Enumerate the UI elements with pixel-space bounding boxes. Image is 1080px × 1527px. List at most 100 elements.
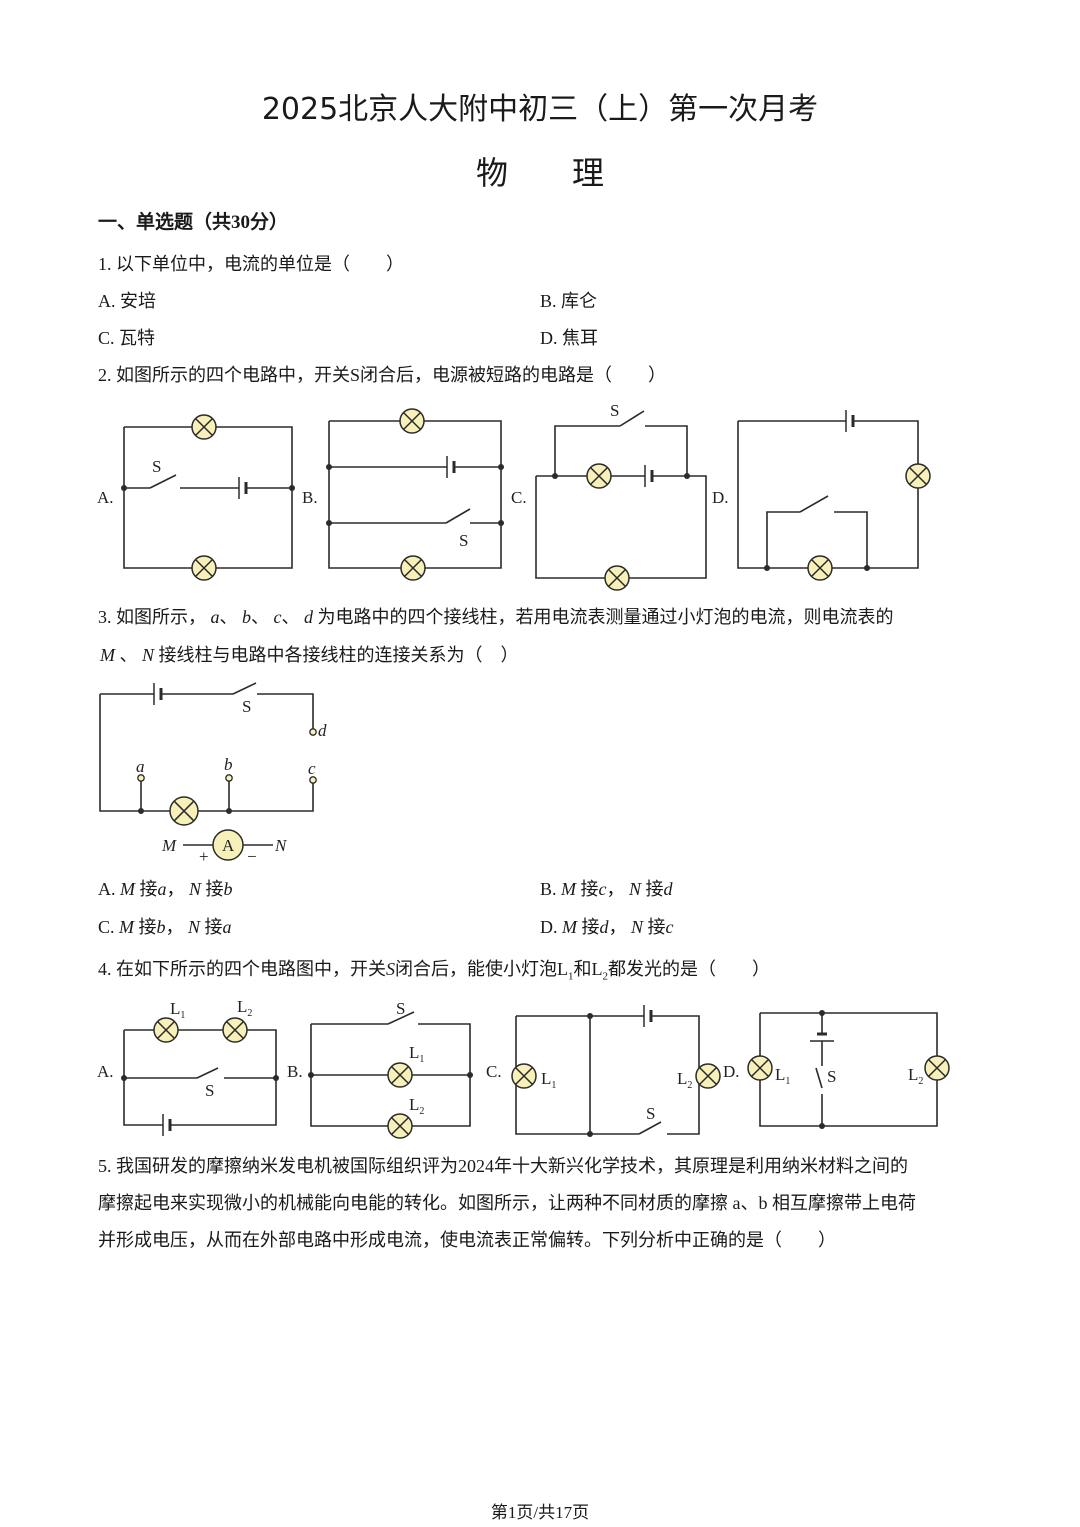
- switch-icon: [638, 1121, 662, 1135]
- terminal-icon: [309, 776, 317, 784]
- terminal-icon: [225, 774, 233, 782]
- q3-terminal-b-label: b: [224, 755, 233, 774]
- svg-text:L1: L1: [775, 1065, 790, 1087]
- lamp-icon: [586, 463, 612, 489]
- switch-icon: [196, 1067, 219, 1079]
- battery-icon: [153, 683, 163, 705]
- junction-dot: [864, 565, 870, 571]
- battery-gap: [239, 479, 247, 497]
- lamp-cross: [391, 1117, 409, 1135]
- lamp-icon: [191, 414, 217, 440]
- ammeter-plus: +: [199, 847, 209, 866]
- subject-title: 物 理: [475, 154, 604, 192]
- wire: [766, 511, 800, 568]
- battery-icon: [162, 1114, 172, 1136]
- q4b-switch-label: S: [396, 999, 405, 1018]
- junction-dot: [764, 565, 770, 571]
- battery-gap: [644, 1007, 652, 1025]
- lamp-cross: [909, 467, 927, 485]
- lamp-cross: [751, 1059, 769, 1077]
- switch-icon: [799, 495, 829, 513]
- q4c-switch-label: S: [646, 1104, 655, 1123]
- battery-gap: [163, 1116, 171, 1134]
- terminal-icon: [309, 728, 317, 736]
- section-heading: 一、单选题（共30分）: [98, 212, 289, 233]
- junction-dot: [587, 1013, 593, 1019]
- junction-dot: [326, 464, 332, 470]
- lamp-cross: [928, 1059, 946, 1077]
- q4-label-a: A.: [97, 1062, 114, 1081]
- q4a-switch-label: S: [205, 1081, 214, 1100]
- junction-dot: [121, 485, 127, 491]
- lamp-cross: [157, 1021, 175, 1039]
- q4-stem: 4. 在如下所示的四个电路图中，开关S闭合后，能使小灯泡L1和L2都发光的是（ …: [98, 959, 770, 983]
- lamp-icon: [695, 1063, 721, 1089]
- q3-M-label: M: [161, 836, 177, 855]
- battery-icon: [643, 1005, 653, 1027]
- wire: [737, 420, 919, 569]
- battery-icon: [845, 410, 855, 432]
- lamp-cross: [195, 559, 213, 577]
- switch-icon: [815, 1067, 823, 1089]
- junction-dot: [226, 808, 232, 814]
- battery-icon: [238, 477, 248, 499]
- junction-dot: [326, 520, 332, 526]
- q3-terminal-c-label: c: [308, 759, 316, 778]
- wire: [834, 511, 868, 568]
- junction-dot: [819, 1010, 825, 1016]
- junction-dot: [684, 473, 690, 479]
- q5-line2: 摩擦起电来实现微小的机械能向电能的转化。如图所示，让两种不同材质的摩擦 a、b …: [98, 1193, 916, 1213]
- q2-label-a: A.: [97, 488, 114, 507]
- battery-icon: [446, 456, 456, 478]
- q3-terminal-a-label: a: [136, 757, 145, 776]
- q1-option-b: B. 库仑: [540, 291, 598, 311]
- lamp-icon: [153, 1017, 179, 1043]
- lamp-icon: [169, 796, 199, 826]
- q2-stem: 2. 如图所示的四个电路中，开关S闭合后，电源被短路的电路是（ ）: [98, 365, 667, 385]
- wire: [99, 694, 314, 812]
- lamp-cross: [590, 467, 608, 485]
- lamp-icon: [399, 408, 425, 434]
- lamp-icon: [905, 463, 931, 489]
- svg-text:L2: L2: [237, 997, 252, 1019]
- junction-dot: [273, 1075, 279, 1081]
- lamp-icon: [387, 1062, 413, 1088]
- junction-dot: [498, 520, 504, 526]
- svg-text:L2: L2: [908, 1065, 923, 1087]
- lamp-icon: [222, 1017, 248, 1043]
- q3-stem-line1: 3. 如图所示， a、 b、 c、 d 为电路中的四个接线柱，若用电流表测量通过…: [98, 607, 894, 627]
- q3-option-d: D. M 接d， N 接c: [540, 917, 674, 937]
- wire: [123, 426, 293, 569]
- q3-stem-line2: M 、 N 接线柱与电路中各接线柱的连接关系为（ ）: [100, 645, 519, 665]
- q3-terminal-d-label: d: [318, 721, 327, 740]
- switch-icon: [232, 682, 257, 695]
- wire: [535, 475, 707, 579]
- q5-line1: 5. 我国研发的摩擦纳米发电机被国际组织评为2024年十大新兴化学技术，其原理是…: [98, 1156, 908, 1176]
- battery-icon: [810, 1032, 834, 1042]
- exam-title: 2025北京人大附中初三（上）第一次月考: [261, 92, 819, 127]
- wire: [645, 425, 688, 476]
- q4-label-d: D.: [723, 1062, 740, 1081]
- lamp-labels: L1 L2 L1 L2 L1 L2 L1 L2: [170, 997, 923, 1117]
- svg-text:L2: L2: [677, 1069, 692, 1091]
- page-footer: 第1页/共17页: [490, 1503, 590, 1522]
- lamp-icon: [807, 555, 833, 581]
- lamp-icon: [191, 555, 217, 581]
- q2a-switch-label: S: [152, 457, 161, 476]
- battery-gap: [846, 412, 854, 430]
- switch-icon: [619, 410, 645, 427]
- q1-option-a: A. 安培: [98, 291, 156, 311]
- q2-label-c: C.: [511, 488, 527, 507]
- wire: [310, 1023, 471, 1127]
- wire: [515, 1016, 639, 1135]
- junction-dot: [819, 1123, 825, 1129]
- switch-icon: [445, 508, 471, 524]
- lamp-icon: [924, 1055, 950, 1081]
- lamp-cross: [226, 1021, 244, 1039]
- battery-gap: [447, 458, 455, 476]
- svg-text:L1: L1: [409, 1043, 424, 1065]
- q1-option-d: D. 焦耳: [540, 328, 598, 348]
- q2-label-b: B.: [302, 488, 318, 507]
- ammeter-label: A: [222, 836, 235, 855]
